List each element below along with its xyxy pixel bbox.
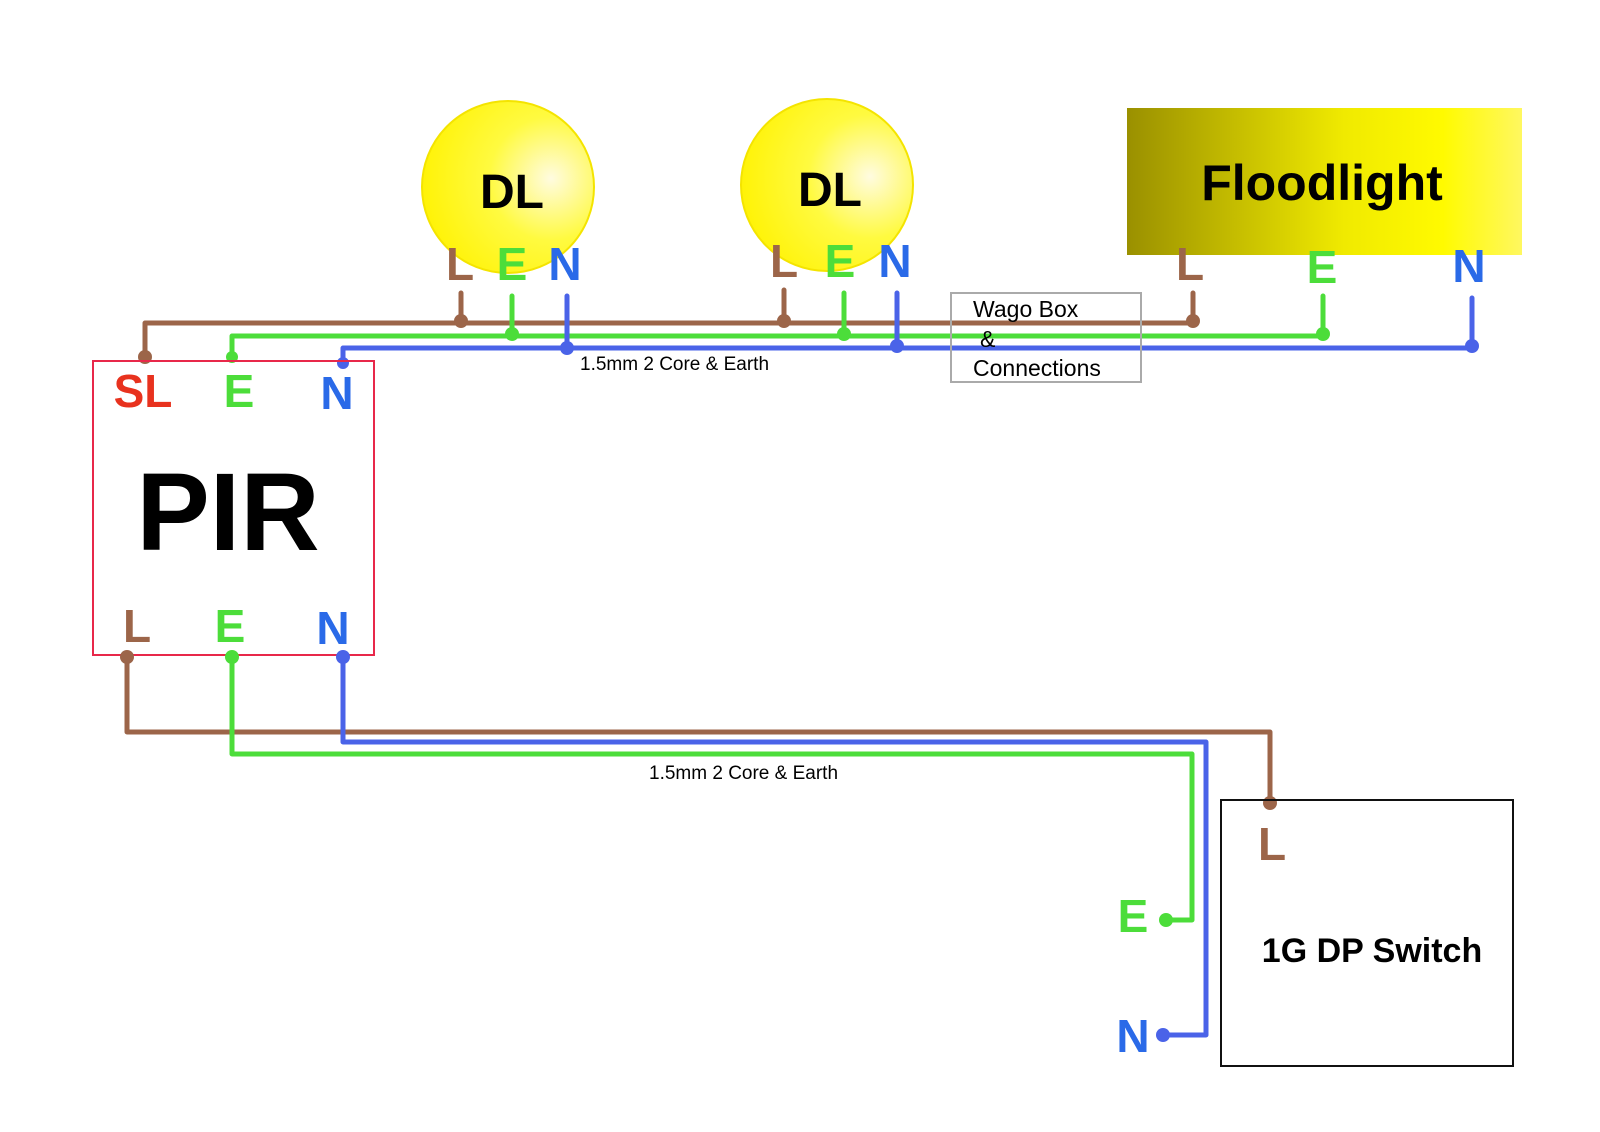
wago-label-line2: & [980, 326, 995, 352]
terminal-E: E [1307, 241, 1338, 293]
downlight-1: DL L E N [421, 100, 595, 290]
terminal-SL: SL [114, 365, 173, 417]
wago-label-line3: Connections [973, 355, 1101, 381]
terminal-E: E [1118, 890, 1149, 942]
terminal-L: L [770, 235, 798, 287]
downlight-2: DL L E N [740, 98, 914, 287]
floodlight: Floodlight L E N [1127, 108, 1522, 293]
terminal-E: E [825, 235, 856, 287]
terminal-N: N [1116, 1010, 1149, 1062]
dp-switch: 1G DP Switch L E N [1116, 799, 1514, 1067]
switch-label: 1G DP Switch [1262, 932, 1482, 970]
top-wiring [138, 287, 1479, 369]
floodlight-label: Floodlight [1201, 155, 1443, 211]
pir-label: PIR [136, 451, 319, 574]
terminal-L: L [446, 238, 474, 290]
terminal-N: N [316, 602, 349, 654]
downlight-label: DL [798, 164, 862, 217]
wago-box: Wago Box & Connections [950, 292, 1142, 383]
terminal-N: N [1452, 240, 1485, 292]
terminal-L: L [1258, 818, 1286, 870]
terminal-L: L [1176, 238, 1204, 290]
pir-sensor: SL E N PIR L E N [92, 360, 375, 656]
downlight-label: DL [480, 166, 544, 219]
terminal-E: E [497, 238, 528, 290]
terminal-E: E [215, 600, 246, 652]
bottom-wiring [120, 650, 1277, 1042]
cable-label-top: 1.5mm 2 Core & Earth [580, 354, 769, 375]
terminal-N: N [878, 235, 911, 287]
cable-label-bottom: 1.5mm 2 Core & Earth [649, 763, 838, 784]
terminal-N: N [320, 367, 353, 419]
terminal-L: L [123, 600, 151, 652]
terminal-N: N [548, 238, 581, 290]
wago-label-line1: Wago Box [973, 296, 1079, 322]
terminal-E: E [224, 365, 255, 417]
